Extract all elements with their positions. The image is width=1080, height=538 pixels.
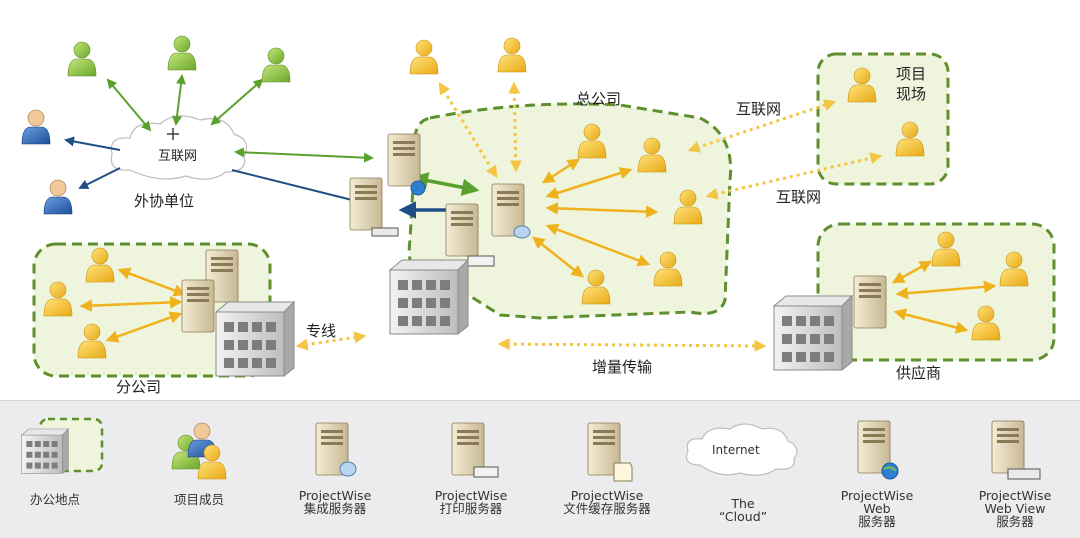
external-member-icon [67, 41, 97, 77]
globe-icon [410, 180, 426, 196]
legend-item: ProjectWise 集成服务器 [270, 401, 400, 538]
office-building-icon [21, 417, 104, 474]
supplier-label: 供应商 [896, 364, 942, 382]
web-server-icon [387, 133, 421, 187]
legend-item: 办公地点 [0, 401, 120, 538]
incremental-transfer-label: 增量传输 [592, 358, 653, 376]
legend-caption: ProjectWise 集成服务器 [298, 488, 372, 516]
legend-caption: 办公地点 [29, 492, 80, 507]
web-server-icon [857, 420, 899, 480]
move-cursor-icon [167, 128, 179, 140]
external-member-icon [21, 109, 51, 145]
branch-building-icon [215, 301, 295, 377]
project-members-icon [171, 422, 227, 480]
external-arrows [106, 74, 480, 196]
branch-label: 分公司 [116, 378, 162, 396]
printer-icon [467, 255, 495, 267]
internet-label-1: 互联网 [736, 100, 782, 118]
file-cache-server-icon [587, 422, 633, 482]
external-label: 外协单位 [134, 192, 195, 210]
legend-caption: 项目成员 [173, 492, 224, 507]
internet-cloud-icon [685, 423, 798, 476]
hq-label: 总公司 [576, 90, 622, 108]
hq-arrows [532, 158, 659, 278]
database-icon [513, 225, 531, 239]
print-server-icon [451, 422, 499, 478]
hq-member-icon [409, 39, 439, 75]
file-cache-server-icon [853, 275, 887, 329]
supplier-arrows [891, 260, 997, 334]
dedicated-line-label: 专线 [306, 322, 337, 340]
print-server-icon [445, 203, 479, 257]
legend-item: ProjectWise Web View 服务器 [950, 401, 1080, 538]
hq-member-icon [497, 37, 527, 73]
external-member-icon [261, 47, 291, 83]
legend-caption: ProjectWise Web 服务器 [840, 488, 914, 529]
keyboard-icon [371, 227, 399, 237]
legend-item: ProjectWise 文件缓存服务器 [542, 401, 672, 538]
print-server-icon [181, 279, 215, 333]
legend-item: ProjectWise Web 服务器 [812, 401, 942, 538]
hq-building-icon [389, 259, 469, 335]
legend-caption: ProjectWise 文件缓存服务器 [563, 488, 651, 516]
legend-item: Internet The “Cloud” [678, 401, 808, 538]
internet-text: Internet [712, 443, 760, 457]
internet-label-2: 互联网 [776, 188, 822, 206]
legend-bar: 办公地点 项目成员 ProjectWise 集成服务器 ProjectWise … [0, 400, 1080, 538]
legend-caption: ProjectWise 打印服务器 [434, 488, 508, 516]
cloud-label: 互联网 [158, 149, 198, 164]
external-member-icon [167, 35, 197, 71]
legend-item: ProjectWise 打印服务器 [406, 401, 536, 538]
dotted-arrows [295, 81, 883, 352]
legend-item: 项目成员 [134, 401, 264, 538]
legend-caption: ProjectWise Web View 服务器 [978, 488, 1052, 529]
supplier-building-icon [773, 295, 853, 371]
web-view-server-icon [991, 420, 1041, 480]
external-member-icon [43, 179, 73, 215]
integration-server-icon [315, 422, 357, 477]
branch-arrows [79, 267, 187, 343]
web-view-server-icon [349, 177, 383, 231]
legend-caption: The “Cloud” [718, 496, 768, 524]
project-site-label: 项目 现场 [896, 65, 927, 103]
